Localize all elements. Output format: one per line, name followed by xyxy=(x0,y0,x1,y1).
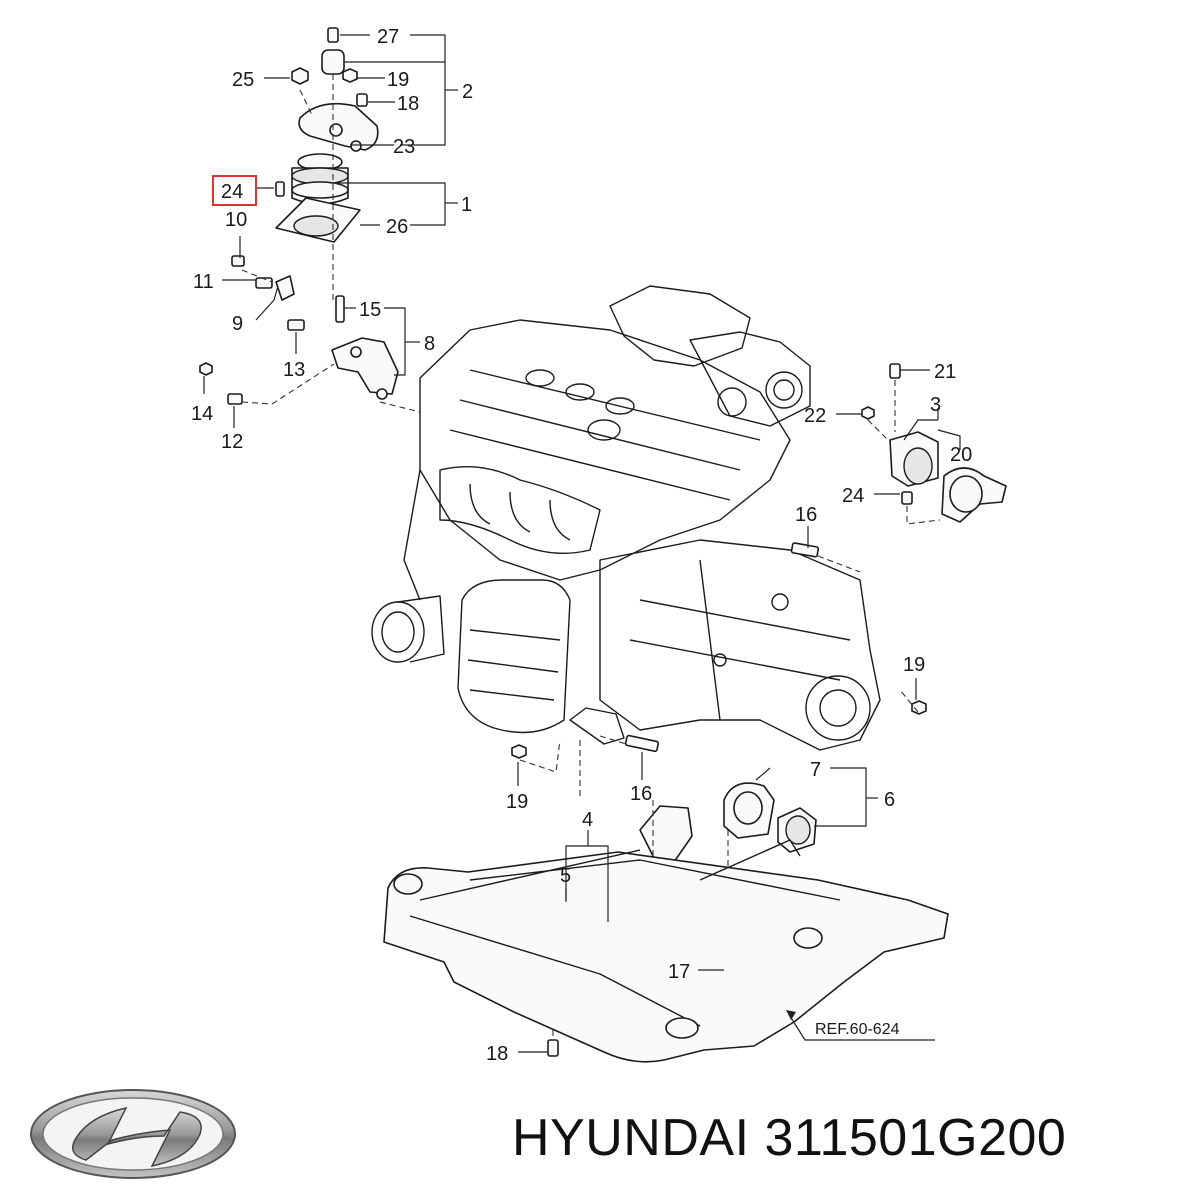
hyundai-logo xyxy=(30,1089,236,1179)
callout-16: 16 xyxy=(630,783,652,805)
callout-15: 15 xyxy=(359,299,381,321)
callout-2: 2 xyxy=(462,81,473,103)
callout-1: 1 xyxy=(461,194,472,216)
callout-22: 22 xyxy=(804,405,826,427)
callout-14: 14 xyxy=(191,403,213,425)
callout-13: 13 xyxy=(283,359,305,381)
callout-9: 9 xyxy=(232,313,243,335)
leader-lines xyxy=(203,34,961,1053)
callout-19: 19 xyxy=(506,791,528,813)
callout-labels: 27 25 19 18 2 23 24 1 10 26 11 15 9 8 13… xyxy=(191,26,972,1065)
callout-19: 19 xyxy=(903,654,925,676)
top-mount-assembly xyxy=(199,27,421,413)
callout-24-highlighted: 24 xyxy=(221,181,243,203)
parts-diagram: 27 25 19 18 2 23 24 1 10 26 11 15 9 8 13… xyxy=(191,26,1007,1065)
callout-4: 4 xyxy=(582,809,593,831)
ref-label: REF.60-624 xyxy=(815,1021,900,1038)
callout-5: 5 xyxy=(560,865,571,887)
callout-3: 3 xyxy=(930,394,941,416)
callout-18: 18 xyxy=(486,1043,508,1065)
callout-25: 25 xyxy=(232,69,254,91)
callout-10: 10 xyxy=(225,209,247,231)
callout-6: 6 xyxy=(884,789,895,811)
callout-18: 18 xyxy=(397,93,419,115)
callout-19: 19 xyxy=(387,69,409,91)
callout-26: 26 xyxy=(386,216,408,238)
highlight-box xyxy=(212,175,257,206)
right-mount-assembly xyxy=(861,363,1007,525)
callout-7: 7 xyxy=(810,759,821,781)
callout-21: 21 xyxy=(934,361,956,383)
callout-27: 27 xyxy=(377,26,399,48)
callout-16: 16 xyxy=(795,504,817,526)
engine-block xyxy=(371,285,881,751)
callout-12: 12 xyxy=(221,431,243,453)
callout-17: 17 xyxy=(668,961,690,983)
callout-20: 20 xyxy=(950,444,972,466)
callout-11: 11 xyxy=(193,271,214,293)
callout-8: 8 xyxy=(424,333,435,355)
callout-23: 23 xyxy=(393,136,415,158)
subframe xyxy=(383,839,949,1063)
callout-24: 24 xyxy=(842,485,864,507)
part-number-caption: HYUNDAI 311501G200 xyxy=(512,1109,1067,1167)
lower-fasteners xyxy=(511,542,927,773)
